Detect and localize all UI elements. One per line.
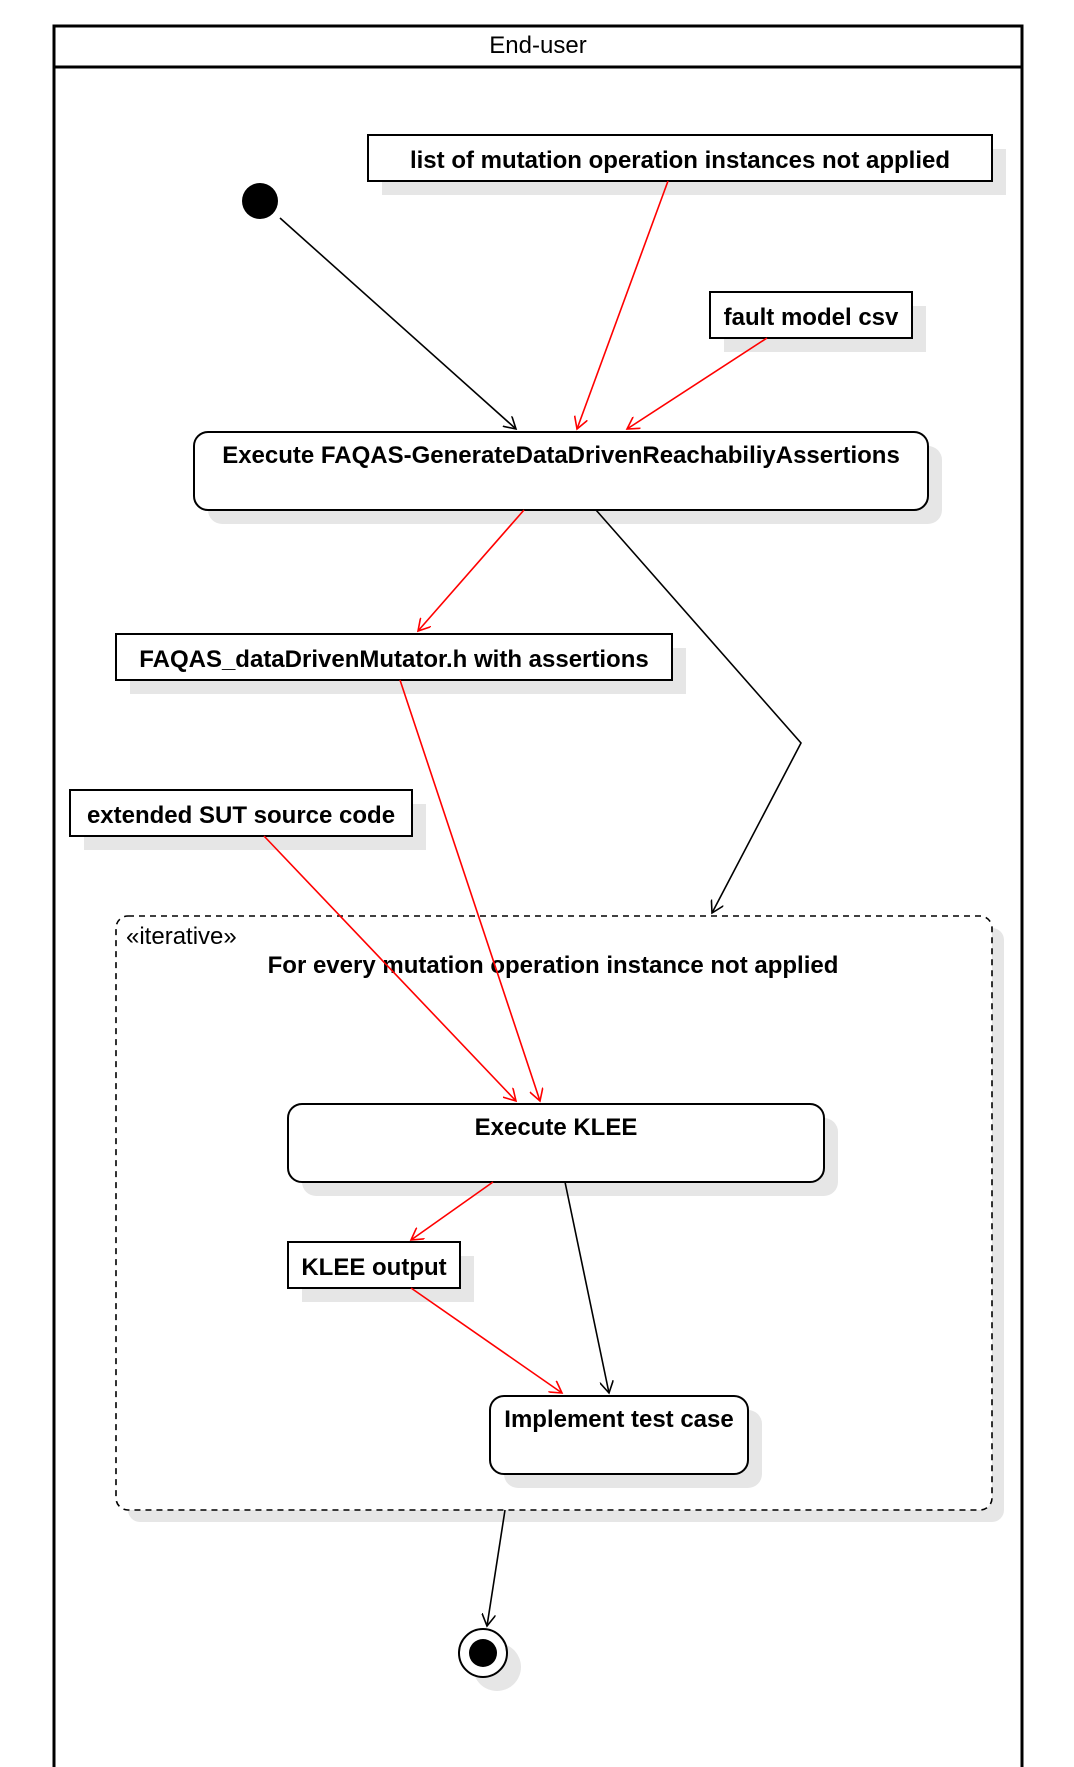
region-stereotype: «iterative»: [126, 923, 237, 950]
object-label: fault model csv: [724, 304, 899, 331]
object-list-not-applied[interactable]: list of mutation operation instances not…: [367, 134, 1006, 195]
object-flow-header-to-klee: [399, 679, 540, 1101]
swimlane-end-user: End-user: [52, 24, 1024, 1767]
iterative-region[interactable]: «iterative» For every mutation operation…: [115, 915, 1004, 1522]
action-generate-assertions[interactable]: Execute FAQAS-GenerateDataDrivenReachabi…: [193, 431, 942, 524]
control-flow-klee-to-implement: [564, 1181, 609, 1393]
object-flow-sut-to-klee: [263, 835, 516, 1101]
object-extended-sut[interactable]: extended SUT source code: [69, 789, 426, 850]
region-title: For every mutation operation instance no…: [268, 952, 839, 979]
object-flow-generate-to-header: [418, 509, 525, 631]
object-label: FAQAS_dataDrivenMutator.h with assertion…: [139, 646, 648, 673]
action-execute-klee[interactable]: Execute KLEE: [287, 1103, 838, 1196]
final-node[interactable]: [458, 1628, 521, 1691]
swimlane-title: End-user: [489, 32, 586, 59]
control-flow-generate-to-region: [595, 509, 802, 913]
object-label: extended SUT source code: [87, 802, 395, 829]
action-label: Execute FAQAS-GenerateDataDrivenReachabi…: [222, 442, 900, 469]
control-flow-start-to-generate: [279, 217, 516, 429]
object-flow-faultmodel-to-generate: [627, 337, 768, 429]
object-flow-klee-to-output: [411, 1181, 494, 1240]
action-implement-test-case[interactable]: Implement test case: [489, 1395, 762, 1488]
object-flow-output-to-implement: [410, 1287, 562, 1393]
object-klee-output[interactable]: KLEE output: [287, 1241, 474, 1302]
action-label: Implement test case: [504, 1406, 733, 1433]
object-label: KLEE output: [301, 1254, 446, 1281]
initial-node[interactable]: [242, 183, 278, 219]
control-flow-region-to-final: [487, 1509, 506, 1626]
object-fault-model-csv[interactable]: fault model csv: [709, 291, 926, 352]
action-label: Execute KLEE: [475, 1114, 638, 1141]
object-label: list of mutation operation instances not…: [410, 147, 950, 174]
object-flow-list-to-generate: [577, 180, 669, 429]
object-mutator-header[interactable]: FAQAS_dataDrivenMutator.h with assertion…: [115, 633, 686, 694]
